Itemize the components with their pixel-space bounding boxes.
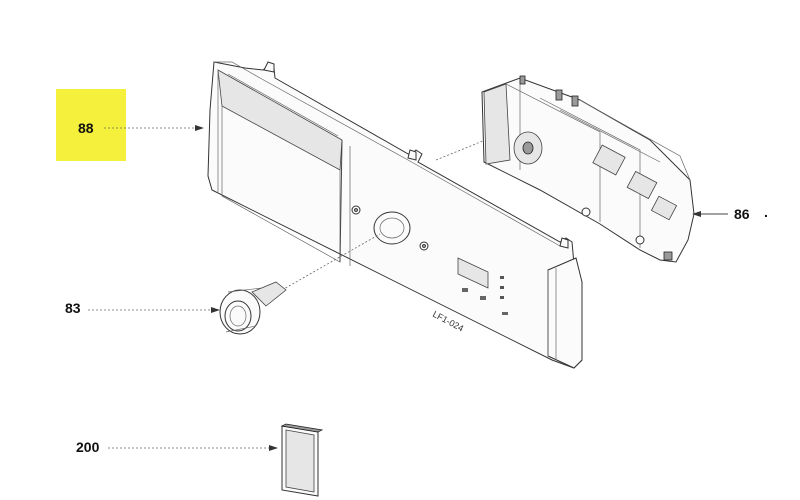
knob-part-83 bbox=[219, 281, 287, 335]
assembly-line-knob-panel bbox=[281, 233, 381, 291]
module-relay-1 bbox=[592, 144, 626, 176]
callout-200-label: 200 bbox=[76, 439, 100, 455]
module-relay-2 bbox=[626, 170, 658, 200]
panel-led-3 bbox=[500, 296, 504, 299]
module-pin-1 bbox=[555, 89, 563, 101]
callout-83-label: 83 bbox=[65, 300, 81, 316]
panel-display-window bbox=[457, 257, 489, 289]
module-switch-2 bbox=[635, 235, 645, 245]
callout-88-leader bbox=[104, 125, 204, 131]
panel-knob-hole bbox=[373, 211, 411, 245]
panel-button-3 bbox=[502, 312, 508, 315]
callout-200-leader bbox=[108, 445, 278, 451]
electronic-module-part-86 bbox=[481, 75, 695, 263]
booklet-part-200 bbox=[280, 423, 324, 497]
module-side-plate bbox=[483, 83, 511, 165]
panel-led-2 bbox=[500, 286, 504, 289]
stray-mark: . bbox=[764, 204, 768, 220]
module-switch-1 bbox=[581, 207, 591, 217]
panel-button-1 bbox=[462, 288, 468, 292]
module-pin-2 bbox=[571, 95, 579, 107]
callout-88-label: 88 bbox=[78, 120, 94, 136]
callout-83-leader bbox=[88, 307, 220, 313]
control-panel-part-88: LF1-024 bbox=[207, 61, 583, 369]
callout-88-highlight bbox=[56, 89, 126, 161]
callout-86-label: 86 bbox=[734, 206, 750, 222]
callout-86-leader bbox=[692, 211, 728, 217]
module-relay-3 bbox=[650, 195, 678, 221]
panel-led-1 bbox=[500, 276, 504, 279]
panel-button-2 bbox=[480, 296, 486, 300]
module-connector bbox=[663, 251, 673, 261]
module-pin-3 bbox=[519, 75, 526, 85]
